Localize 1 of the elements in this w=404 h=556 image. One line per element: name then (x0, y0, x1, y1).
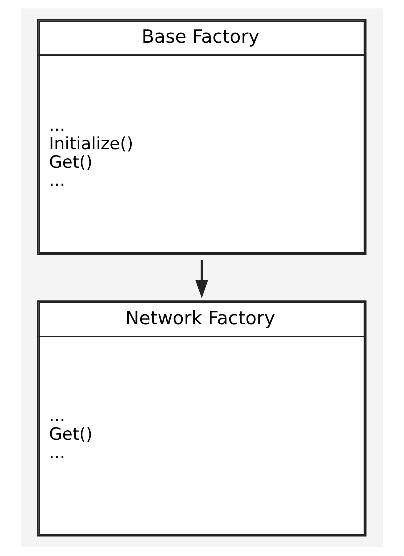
arrow (196, 260, 208, 299)
